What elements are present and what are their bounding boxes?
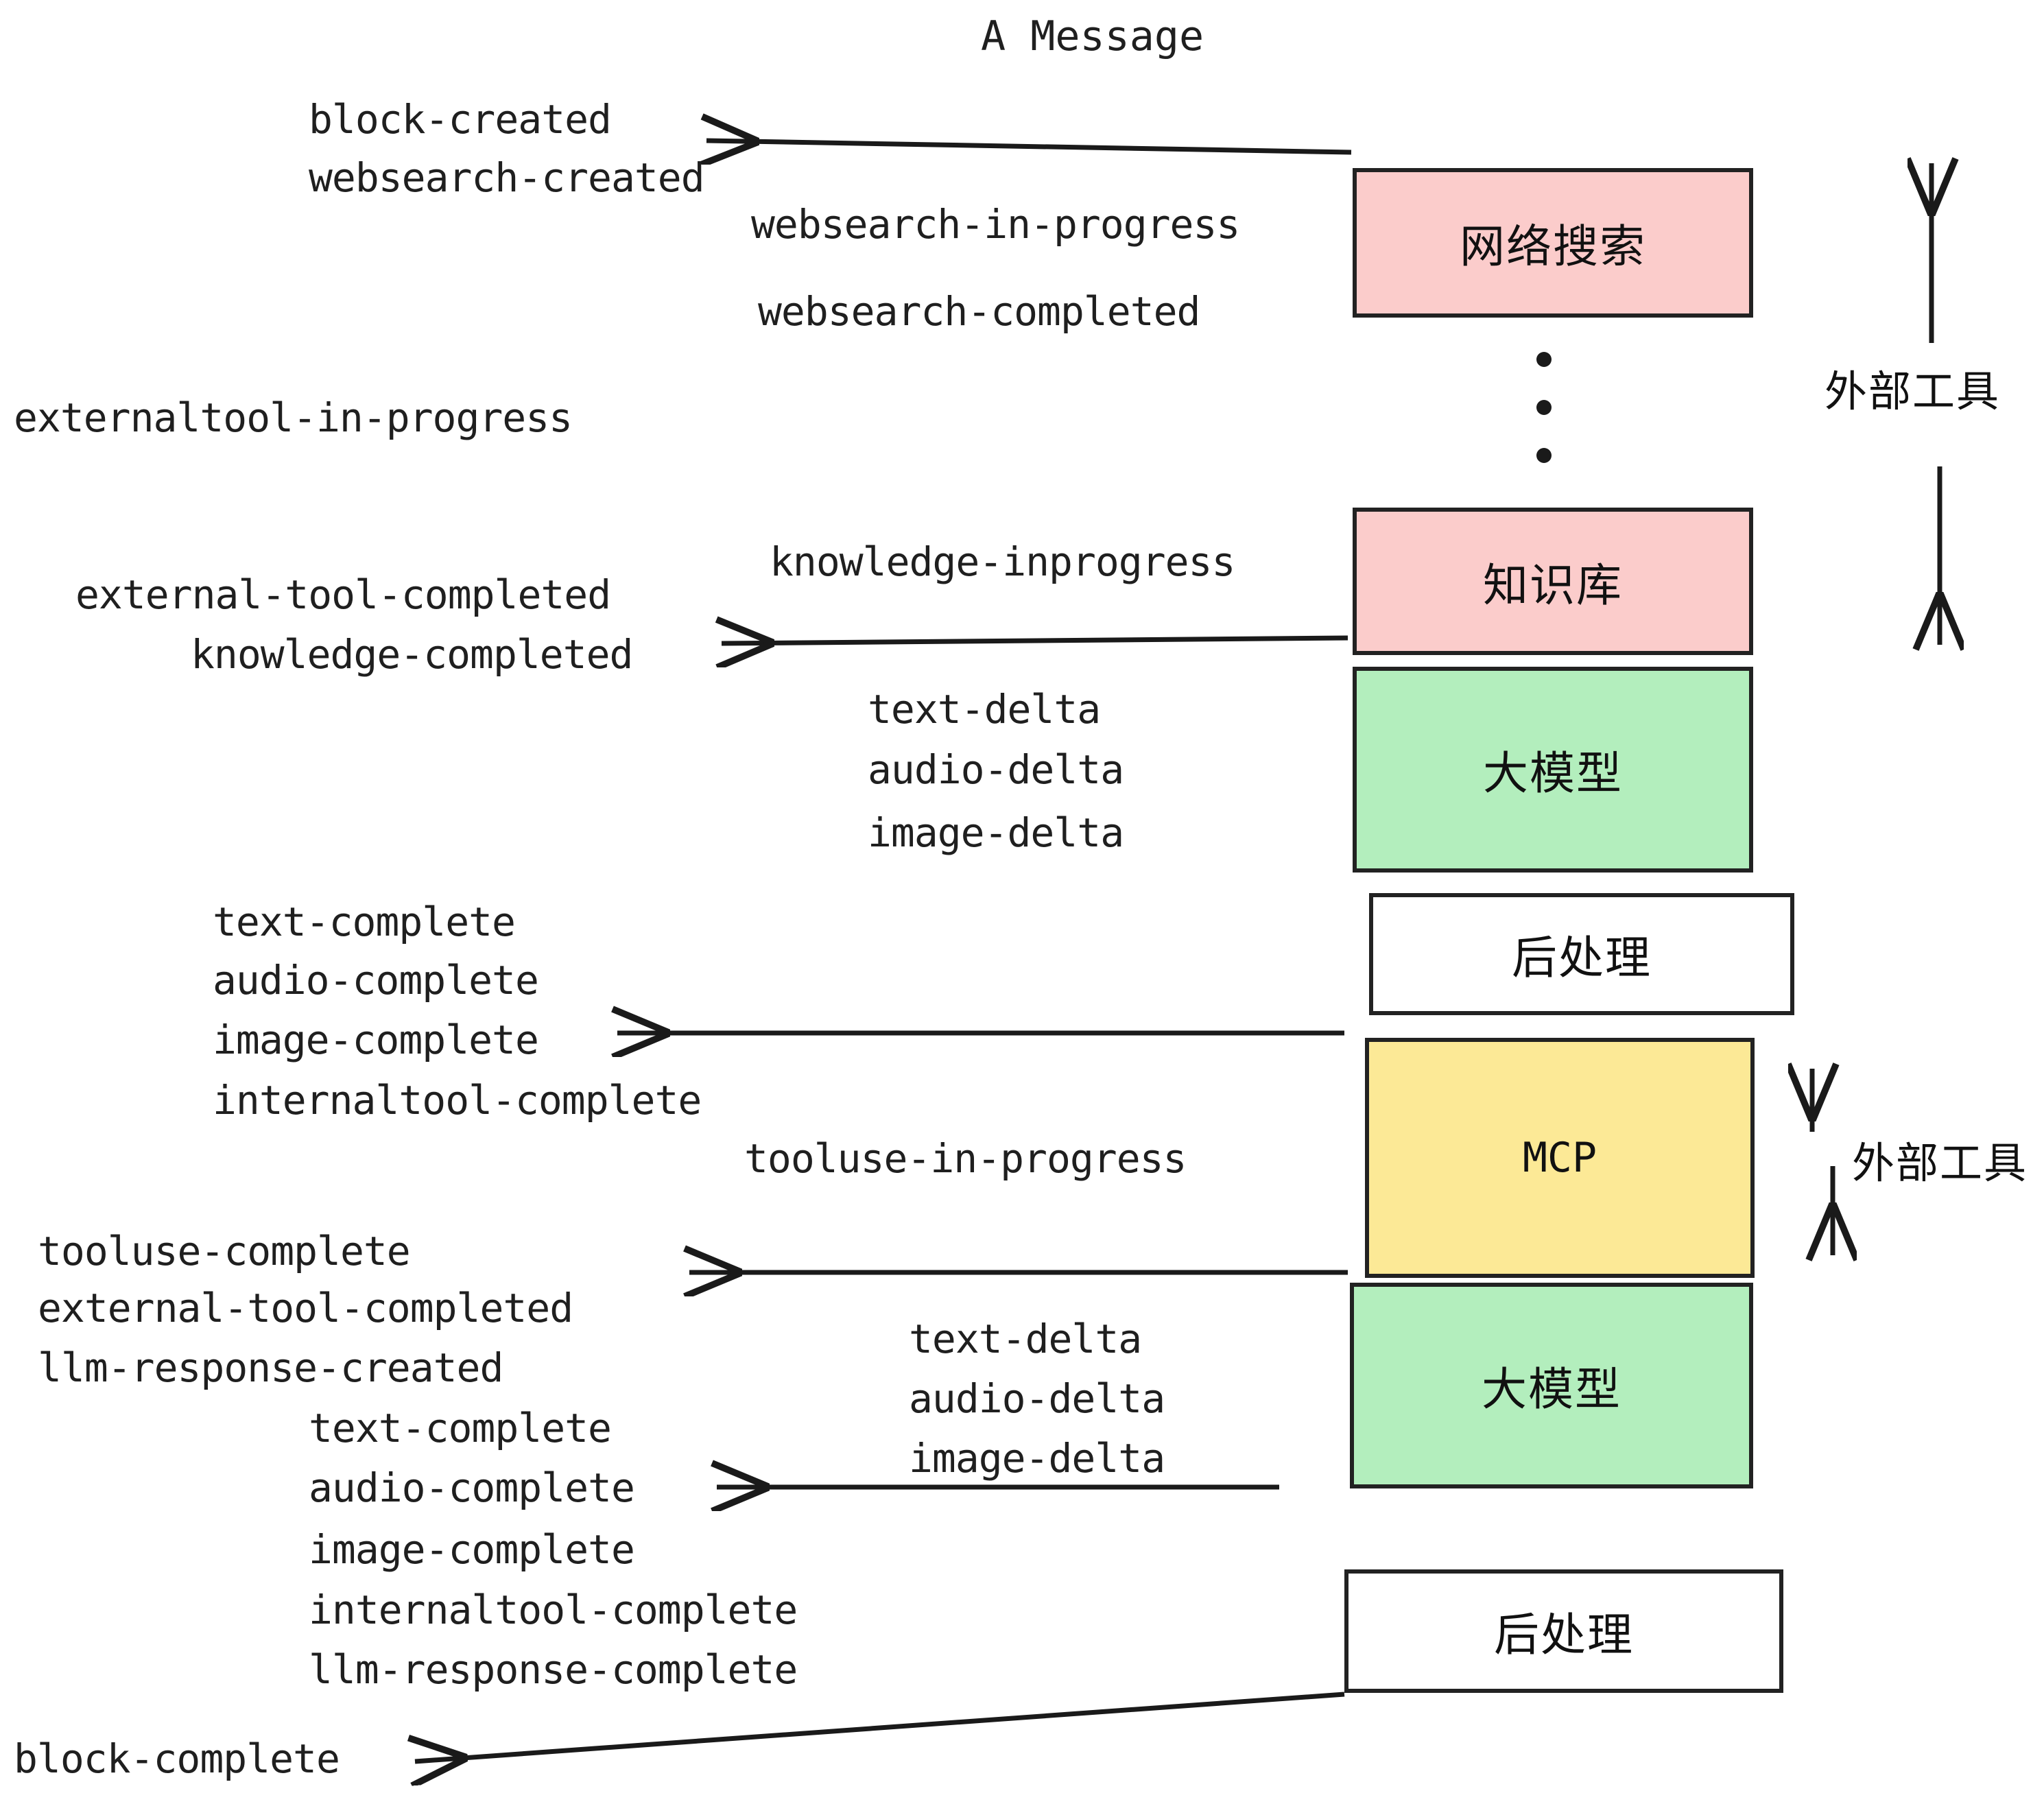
event-audio-delta-1: audio-delta	[868, 746, 1124, 793]
node-mcp-label: MCP	[1522, 1134, 1597, 1182]
event-websearch-created: websearch-created	[309, 154, 705, 201]
event-internaltool-complete-1: internaltool-complete	[213, 1077, 702, 1124]
node-postprocess-2-label: 后处理	[1494, 1609, 1634, 1661]
node-llm-1-label: 大模型	[1483, 747, 1623, 800]
event-websearch-in-progress: websearch-in-progress	[751, 201, 1240, 248]
node-postprocess-1-label: 后处理	[1512, 931, 1652, 984]
event-audio-complete-1: audio-complete	[213, 957, 539, 1004]
ellipsis-dot-1	[1536, 352, 1552, 367]
node-websearch[interactable]: 网络搜索	[1353, 168, 1753, 318]
event-external-tool-completed-2: external-tool-completed	[38, 1285, 573, 1331]
event-image-complete-1: image-complete	[213, 1017, 539, 1063]
node-mcp[interactable]: MCP	[1365, 1038, 1755, 1278]
node-websearch-label: 网络搜索	[1460, 220, 1646, 273]
ellipsis-dot-2	[1536, 400, 1552, 415]
side-label-external-tools-top-text: 外部工具	[1825, 366, 2001, 416]
event-llm-response-created: llm-response-created	[38, 1344, 503, 1391]
node-knowledge[interactable]: 知识库	[1353, 508, 1753, 655]
side-label-external-tools-top: 外部工具	[1825, 357, 2000, 418]
arrow-postprocess2-to-block-complete	[415, 1692, 1345, 1761]
event-internaltool-complete-2: internaltool-complete	[309, 1587, 798, 1633]
page-title: A Message	[981, 12, 1204, 60]
event-external-tool-completed-1: external-tool-completed	[75, 571, 611, 618]
event-externaltool-in-progress: externaltool-in-progress	[14, 394, 573, 441]
event-text-complete-1: text-complete	[213, 899, 516, 945]
node-llm-2[interactable]: 大模型	[1350, 1283, 1753, 1488]
ellipsis-dot-3	[1536, 448, 1552, 463]
node-knowledge-label: 知识库	[1483, 558, 1623, 612]
arrow-websearch-to-block-created	[706, 141, 1352, 152]
event-knowledge-completed: knowledge-completed	[191, 631, 633, 678]
event-image-delta-2: image-delta	[909, 1435, 1165, 1482]
side-label-external-tools-bottom-text: 外部工具	[1852, 1138, 2028, 1188]
event-text-delta-1: text-delta	[868, 686, 1101, 733]
node-llm-2-label: 大模型	[1482, 1363, 1621, 1416]
event-websearch-completed: websearch-completed	[758, 288, 1200, 335]
node-llm-1[interactable]: 大模型	[1353, 667, 1753, 873]
event-image-delta-1: image-delta	[868, 809, 1124, 856]
event-text-delta-2: text-delta	[909, 1316, 1142, 1362]
arrow-knowledge-to-knowledge-completed	[722, 638, 1348, 643]
event-tooluse-complete: tooluse-complete	[38, 1228, 411, 1274]
node-postprocess-2[interactable]: 后处理	[1344, 1569, 1783, 1693]
event-tooluse-in-progress: tooluse-in-progress	[744, 1135, 1187, 1182]
event-block-created: block-created	[309, 96, 612, 143]
event-audio-complete-2: audio-complete	[309, 1464, 635, 1511]
event-image-complete-2: image-complete	[309, 1526, 635, 1573]
side-label-external-tools-bottom: 外部工具	[1852, 1128, 2028, 1190]
event-audio-delta-2: audio-delta	[909, 1375, 1165, 1422]
node-postprocess-1[interactable]: 后处理	[1369, 893, 1794, 1015]
event-llm-response-complete: llm-response-complete	[309, 1646, 798, 1693]
event-text-complete-2: text-complete	[309, 1405, 612, 1451]
event-knowledge-inprogress: knowledge-inprogress	[770, 538, 1235, 585]
event-block-complete: block-complete	[14, 1735, 340, 1782]
